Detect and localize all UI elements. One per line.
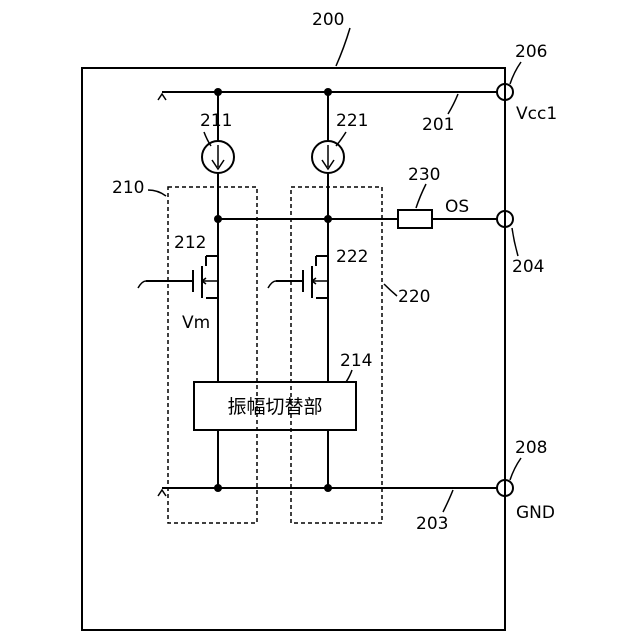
- gnd-break: [158, 490, 166, 496]
- label-vm: Vm: [182, 313, 210, 333]
- leader-vcc-line: [448, 94, 458, 114]
- label-transistor2: 222: [336, 247, 368, 267]
- label-gnd: GND: [516, 503, 555, 523]
- resistor-230: [398, 210, 432, 228]
- leader-source2: [336, 132, 346, 146]
- label-source1: 211: [200, 111, 232, 131]
- label-resistor: 230: [408, 165, 440, 185]
- leader-block2: [384, 284, 397, 296]
- leader-block1: [148, 190, 166, 196]
- t2-gate-break: [268, 281, 276, 288]
- label-source2: 221: [336, 111, 368, 131]
- label-transistor1: 212: [174, 233, 206, 253]
- leader-vcc-terminal: [510, 62, 521, 84]
- label-vcc-terminal: 206: [515, 42, 547, 62]
- leader-resistor: [416, 184, 426, 208]
- leader-os-terminal: [512, 228, 518, 256]
- switch-block-label: 振幅切替部: [227, 396, 322, 418]
- label-vcc-line: 201: [422, 115, 454, 135]
- label-os: OS: [445, 197, 469, 217]
- leader-switch-block: [346, 370, 352, 382]
- vcc-break: [158, 94, 166, 100]
- label-switch-block: 214: [340, 351, 372, 371]
- label-gnd-terminal: 208: [515, 438, 547, 458]
- t1-gate-break: [138, 281, 146, 288]
- leader-gnd-line: [443, 490, 453, 512]
- leader-device: [336, 28, 350, 66]
- label-block2: 220: [398, 287, 430, 307]
- leader-gnd-terminal: [510, 458, 521, 480]
- label-device: 200: [312, 10, 344, 30]
- device-outline: [82, 68, 505, 630]
- label-vcc: Vcc1: [516, 104, 557, 124]
- label-block1: 210: [112, 178, 144, 198]
- label-os-terminal: 204: [512, 257, 544, 277]
- label-gnd-line: 203: [416, 514, 448, 534]
